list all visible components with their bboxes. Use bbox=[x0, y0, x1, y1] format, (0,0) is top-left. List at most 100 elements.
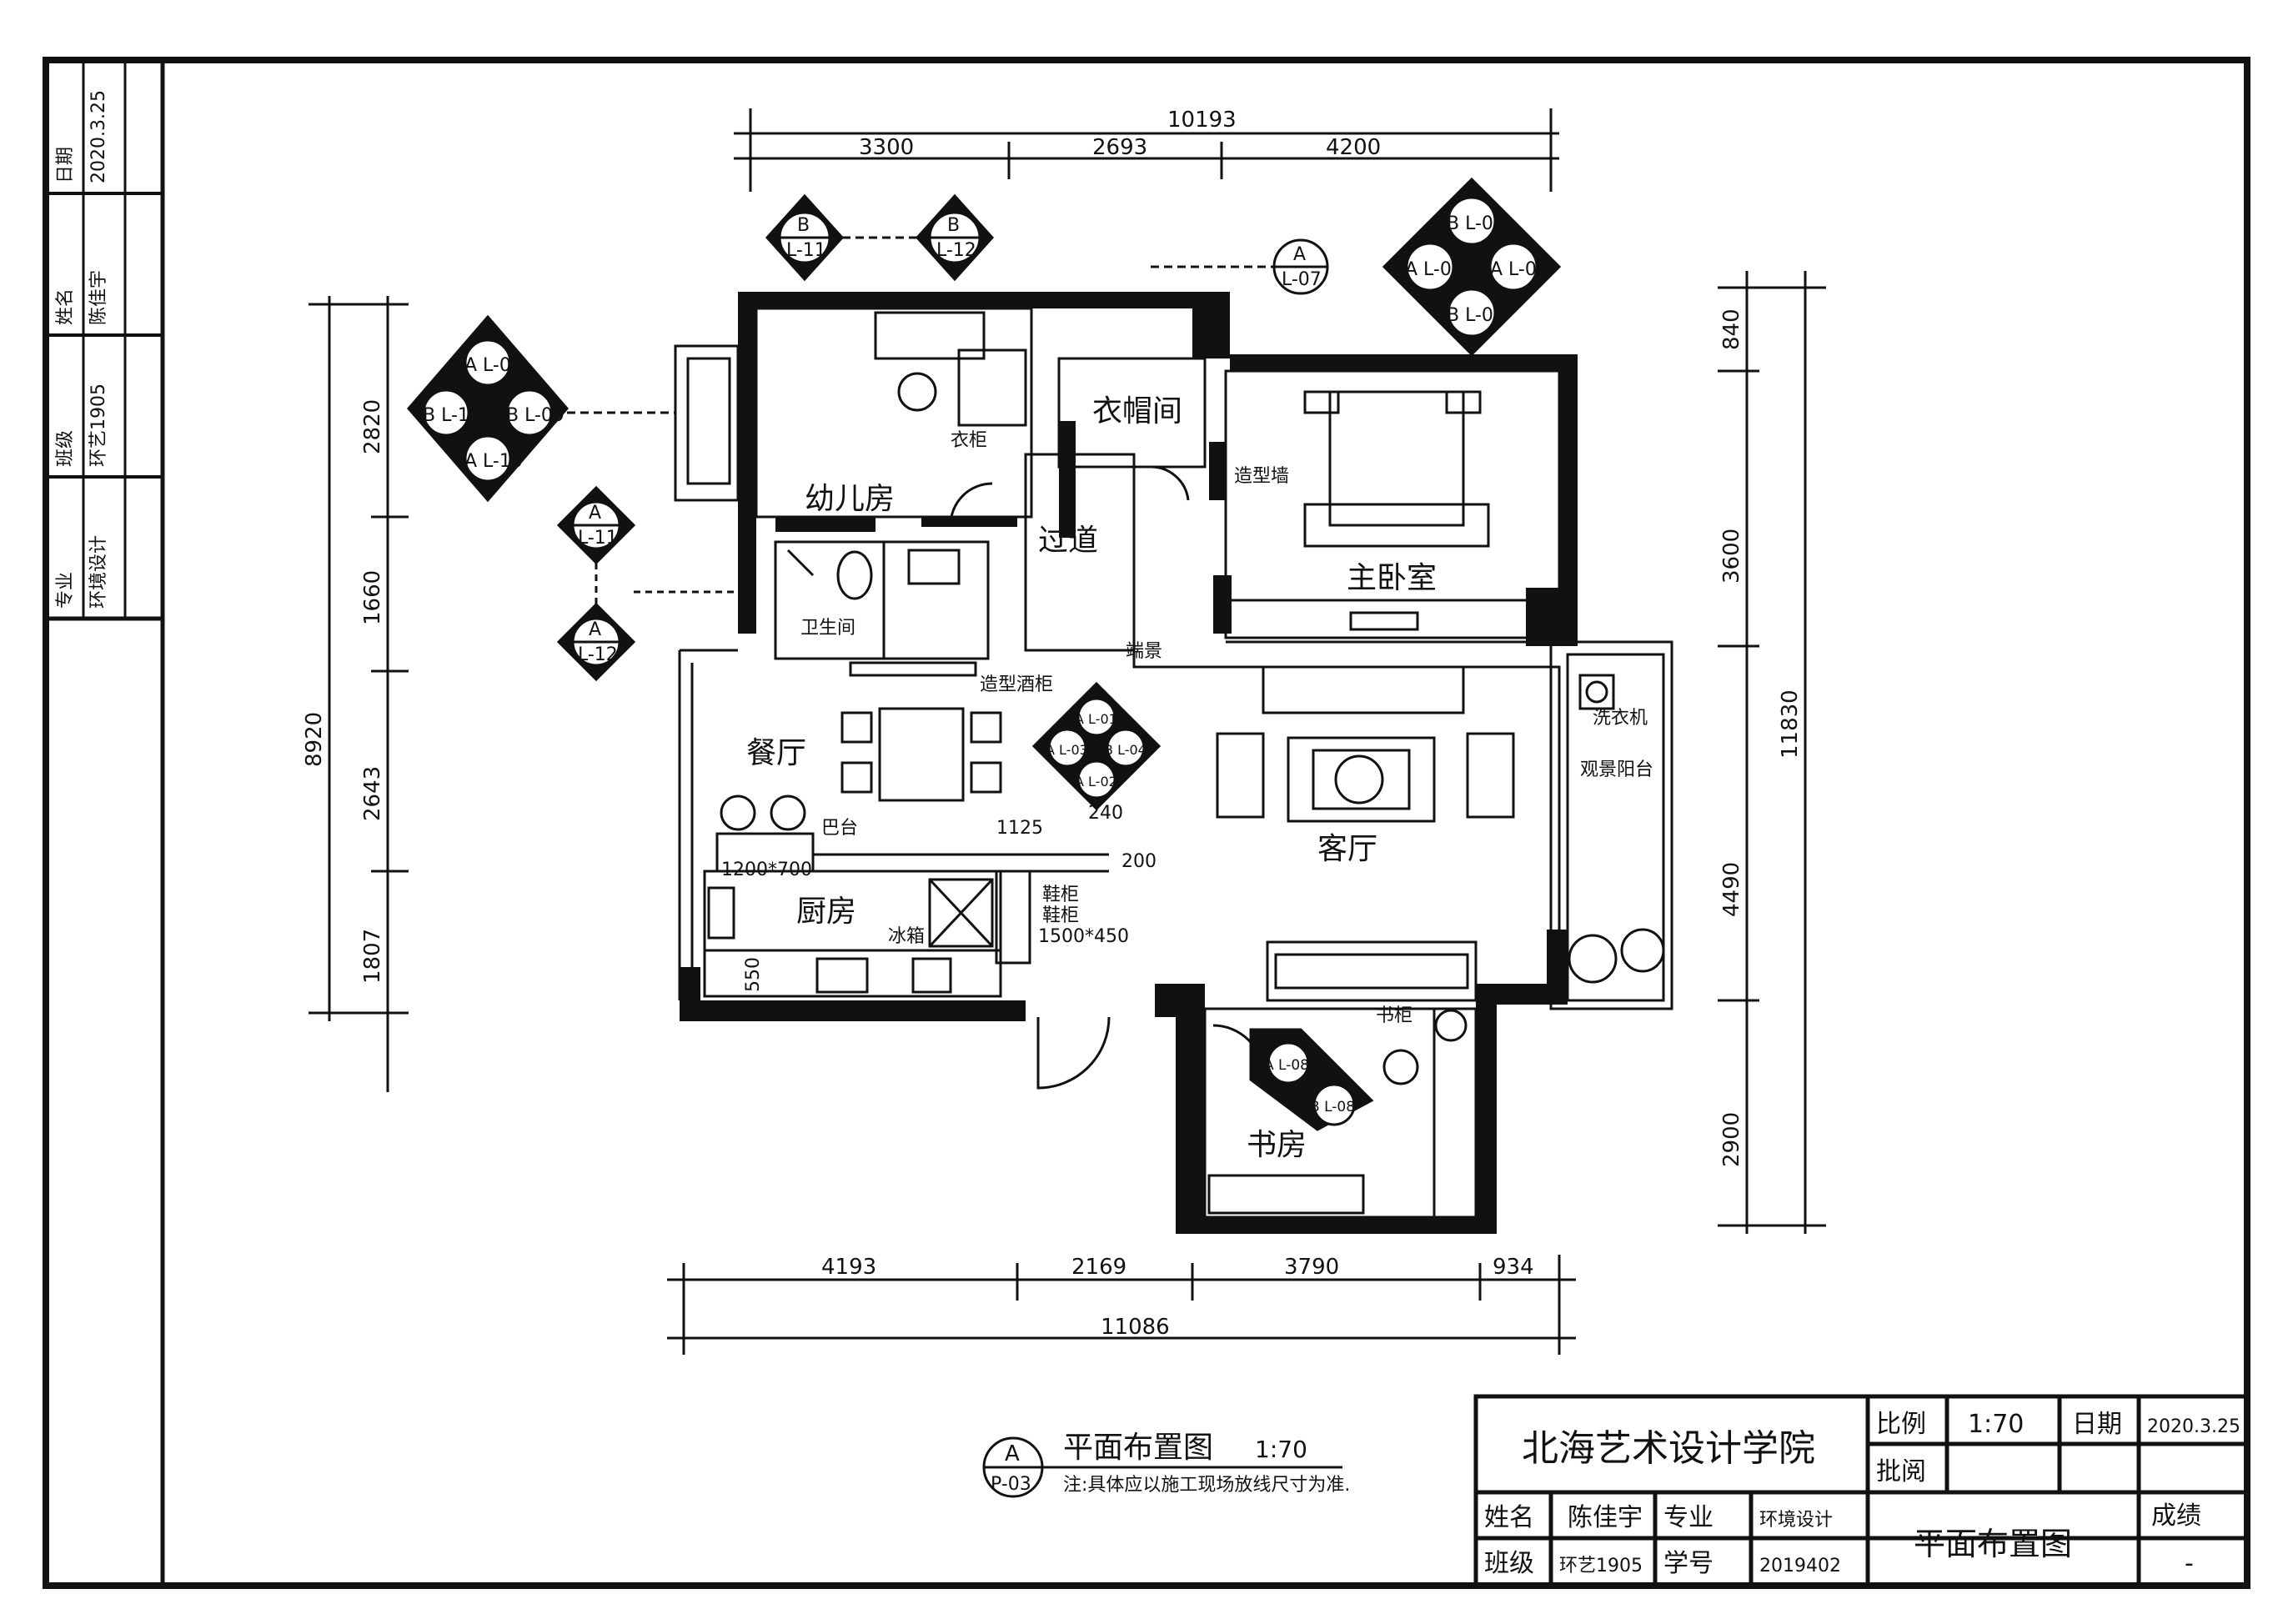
dim-top-1: 2693 bbox=[1092, 135, 1147, 160]
dim-left-2: 2643 bbox=[360, 766, 385, 821]
cluster-lv-1: A L-03 bbox=[1046, 742, 1088, 758]
right-dimensions bbox=[1718, 271, 1826, 1234]
cluster-l-2: B L-09 bbox=[506, 405, 564, 426]
furniture bbox=[707, 311, 1665, 1215]
dim-right-0: 840 bbox=[1719, 308, 1744, 350]
thick-walls bbox=[680, 292, 1578, 1234]
cluster-l-1: B L-10 bbox=[423, 405, 481, 426]
dim-d550: 550 bbox=[743, 957, 764, 992]
dim-top-total: 10193 bbox=[1167, 108, 1237, 133]
margin-value-3: 环境设计 bbox=[88, 535, 109, 609]
cluster-tr-0: B L-06 bbox=[1447, 213, 1505, 234]
cluster-study bbox=[1249, 1028, 1374, 1131]
cluster-tr-3: B L-05 bbox=[1447, 305, 1505, 326]
dim-bottom-3: 934 bbox=[1493, 1255, 1534, 1280]
marker-b-l11-ref: L-11 bbox=[786, 240, 826, 261]
dim-left-total: 8920 bbox=[302, 712, 327, 767]
cluster-tr-1: A L-05 bbox=[1405, 259, 1463, 280]
cluster-left bbox=[407, 314, 675, 503]
dim-bar-size: 1200*700 bbox=[721, 860, 812, 880]
dim-bottom-1: 2169 bbox=[1071, 1255, 1126, 1280]
outer-frame bbox=[43, 57, 2250, 1589]
label-landscape: 端景 bbox=[1126, 641, 1162, 662]
margin-label-0: 日期 bbox=[55, 147, 76, 183]
dim-top-0: 3300 bbox=[859, 135, 914, 160]
caption-sheet: P-03 bbox=[991, 1474, 1031, 1495]
label-bookshelf: 书柜 bbox=[1376, 1005, 1412, 1026]
tb-grade-value: - bbox=[2185, 1549, 2194, 1578]
cluster-lv-0: A L-01 bbox=[1075, 711, 1117, 727]
dim-left-1: 1660 bbox=[360, 570, 385, 625]
dim-d200: 200 bbox=[1121, 851, 1157, 872]
tb-date-label: 日期 bbox=[2072, 1410, 2122, 1439]
dim-right-total: 11830 bbox=[1778, 689, 1803, 759]
margin-label-2: 班级 bbox=[55, 430, 76, 467]
margin-label-3: 专业 bbox=[55, 572, 76, 609]
thin-walls bbox=[674, 307, 1673, 1219]
cluster-lv-3: A L-02 bbox=[1075, 774, 1117, 789]
tb-name-label: 姓名 bbox=[1484, 1503, 1534, 1532]
tb-school: 北海艺术设计学院 bbox=[1522, 1427, 1815, 1470]
label-corridor: 过道 bbox=[1038, 524, 1098, 558]
marker-a-l11-ref: L-11 bbox=[578, 528, 618, 549]
cluster-top-right bbox=[1382, 177, 1562, 367]
dim-right-2: 4490 bbox=[1719, 862, 1744, 917]
dim-shoe-cab-size: 1500*450 bbox=[1038, 926, 1129, 947]
caption-note: 注:具体应以施工现场放线尺寸为准. bbox=[1063, 1475, 1350, 1496]
caption-symbol bbox=[982, 1436, 1342, 1498]
caption-title: 平面布置图 bbox=[1063, 1431, 1213, 1465]
cluster-lv-2: B L-04 bbox=[1104, 742, 1147, 758]
label-dining: 餐厅 bbox=[746, 736, 806, 770]
cluster-tr-2: A L-06 bbox=[1490, 259, 1548, 280]
marker-a-l12-letter: A bbox=[589, 619, 601, 640]
dim-bottom-0: 4193 bbox=[821, 1255, 876, 1280]
label-washer: 洗衣机 bbox=[1593, 708, 1648, 729]
marker-a-l07-letter: A bbox=[1293, 244, 1306, 265]
label-bathroom: 卫生间 bbox=[800, 618, 855, 639]
tb-scale-label: 比例 bbox=[1876, 1410, 1926, 1439]
label-shoe-cabinet-1: 鞋柜 bbox=[1042, 885, 1079, 905]
tb-date-value: 2020.3.25 bbox=[2147, 1416, 2240, 1437]
label-fridge: 冰箱 bbox=[888, 926, 925, 947]
label-feature-wall: 造型墙 bbox=[1234, 466, 1289, 487]
marker-a-l12-ref: L-12 bbox=[578, 644, 618, 665]
bottom-dimensions bbox=[667, 1255, 1576, 1355]
markers bbox=[556, 193, 1329, 682]
tb-grade-label: 成绩 bbox=[2151, 1501, 2201, 1531]
label-cloakroom: 衣帽间 bbox=[1092, 394, 1182, 429]
marker-b-l11-letter: B bbox=[797, 215, 810, 236]
label-child-room: 幼儿房 bbox=[805, 482, 895, 516]
margin-value-1: 陈佳宇 bbox=[88, 270, 109, 325]
tb-class-value: 环艺1905 bbox=[1559, 1556, 1643, 1576]
tb-id-label: 学号 bbox=[1663, 1549, 1713, 1578]
cluster-l-0: A L-09 bbox=[464, 355, 523, 376]
label-living: 客厅 bbox=[1317, 832, 1377, 866]
margin-value-0: 2020.3.25 bbox=[88, 90, 109, 183]
marker-b-l12-ref: L-12 bbox=[936, 240, 976, 261]
label-master-bedroom: 主卧室 bbox=[1347, 561, 1437, 595]
cluster-l-3: A L-10 bbox=[464, 451, 523, 472]
dim-left-3: 1807 bbox=[360, 929, 385, 984]
label-study: 书房 bbox=[1247, 1128, 1307, 1162]
tb-scale-value: 1:70 bbox=[1968, 1410, 2024, 1439]
label-bar: 巴台 bbox=[821, 818, 858, 839]
cluster-st-1: B L-08 bbox=[1310, 1099, 1355, 1115]
margin-value-2: 环艺1905 bbox=[88, 383, 109, 467]
tb-review-label: 批阅 bbox=[1876, 1457, 1926, 1486]
label-decor-cabinet: 造型酒柜 bbox=[980, 674, 1053, 695]
tb-name-value: 陈佳宇 bbox=[1568, 1503, 1643, 1532]
label-wardrobe: 衣柜 bbox=[951, 430, 987, 451]
dim-bottom-2: 3790 bbox=[1284, 1255, 1339, 1280]
dim-right-3: 2900 bbox=[1719, 1112, 1744, 1167]
margin-info-block: 日期 2020.3.25 姓名 陈佳宇 班级 环艺1905 专业 环境设计 bbox=[43, 58, 165, 621]
dim-left-0: 2820 bbox=[360, 399, 385, 454]
tb-class-label: 班级 bbox=[1484, 1549, 1534, 1578]
dim-top-2: 4200 bbox=[1326, 135, 1381, 160]
tb-major-value: 环境设计 bbox=[1759, 1510, 1833, 1531]
left-dimensions bbox=[309, 296, 409, 1092]
tb-drawing-title: 平面布置图 bbox=[1914, 1526, 2072, 1562]
marker-a-l07-ref: L-07 bbox=[1282, 269, 1322, 290]
cluster-st-0: A L-08 bbox=[1264, 1057, 1309, 1074]
dim-right-1: 3600 bbox=[1719, 529, 1744, 584]
